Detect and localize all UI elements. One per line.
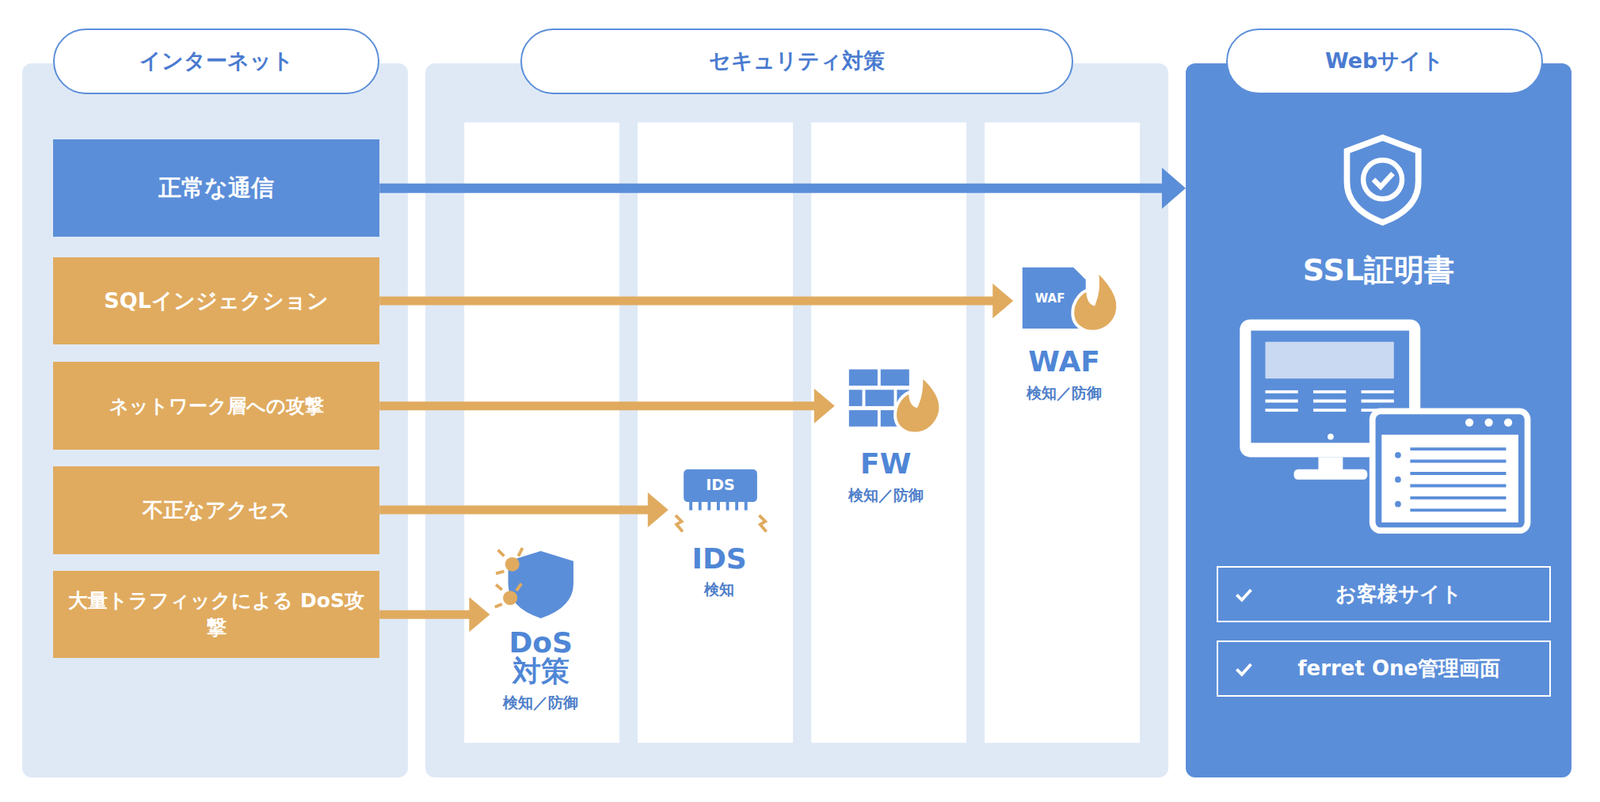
security-function: 検知 [704, 579, 735, 601]
ids-chip-icon [675, 469, 767, 533]
waf-icon [1022, 267, 1118, 332]
security-name: DoS 対策 [489, 628, 592, 687]
group-panel: インターネット正常な通信SQLインジェクションネットワーク層への攻撃不正なアクセ… [22, 63, 408, 778]
site-item-label: ferret One管理画面 [1267, 655, 1501, 683]
icon-label: IDS [705, 476, 736, 494]
traffic-box: 大量トラフィックによる DoS攻撃 [53, 571, 380, 659]
traffic-label: 大量トラフィックによる DoS攻撃 [63, 587, 370, 642]
site-item-label: お客様サイト [1305, 580, 1463, 609]
certificate-label: SSL証明書 [1185, 250, 1572, 291]
panel-heading: セキュリティ対策 [520, 28, 1074, 94]
security-name: FW [860, 449, 911, 480]
traffic-label: 正常な通信 [158, 172, 275, 204]
flow-arrow [379, 388, 835, 424]
site-item-box: ferret One管理画面 [1216, 640, 1552, 698]
icon-label-holder: WAF [1022, 283, 1079, 315]
traffic-label: SQLインジェクション [103, 286, 329, 316]
traffic-label: ネットワーク層への攻撃 [109, 393, 324, 420]
site-item-box: お客様サイト [1216, 566, 1552, 623]
flow-arrow [379, 283, 1014, 319]
check-marks [1236, 590, 1251, 675]
ssl-shield-icon [1347, 137, 1419, 223]
security-name: IDS [692, 544, 747, 575]
flow-arrow [379, 167, 1186, 210]
security-name: WAF [1028, 347, 1101, 378]
security-function: 検知／防御 [1026, 383, 1102, 404]
panel-heading: Webサイト [1226, 28, 1543, 94]
icon-label: WAF [1035, 291, 1066, 306]
panel-heading: インターネット [53, 28, 380, 94]
browser-window-illustration [1372, 411, 1528, 531]
flow-arrow [379, 597, 490, 633]
icon-label-holder: IDS [683, 469, 758, 501]
flow-arrow [379, 492, 669, 528]
dos-shield-icon [495, 548, 574, 619]
traffic-box: SQLインジェクション [53, 257, 380, 346]
traffic-label: 不正なアクセス [142, 496, 291, 525]
column-lanes [464, 122, 1140, 744]
security-function: 検知／防御 [502, 693, 579, 714]
firewall-icon [849, 369, 941, 435]
security-function: 検知／防御 [848, 485, 924, 507]
traffic-box: 不正なアクセス [53, 466, 380, 555]
traffic-box: 正常な通信 [53, 139, 380, 237]
traffic-box: ネットワーク層への攻撃 [53, 361, 380, 450]
